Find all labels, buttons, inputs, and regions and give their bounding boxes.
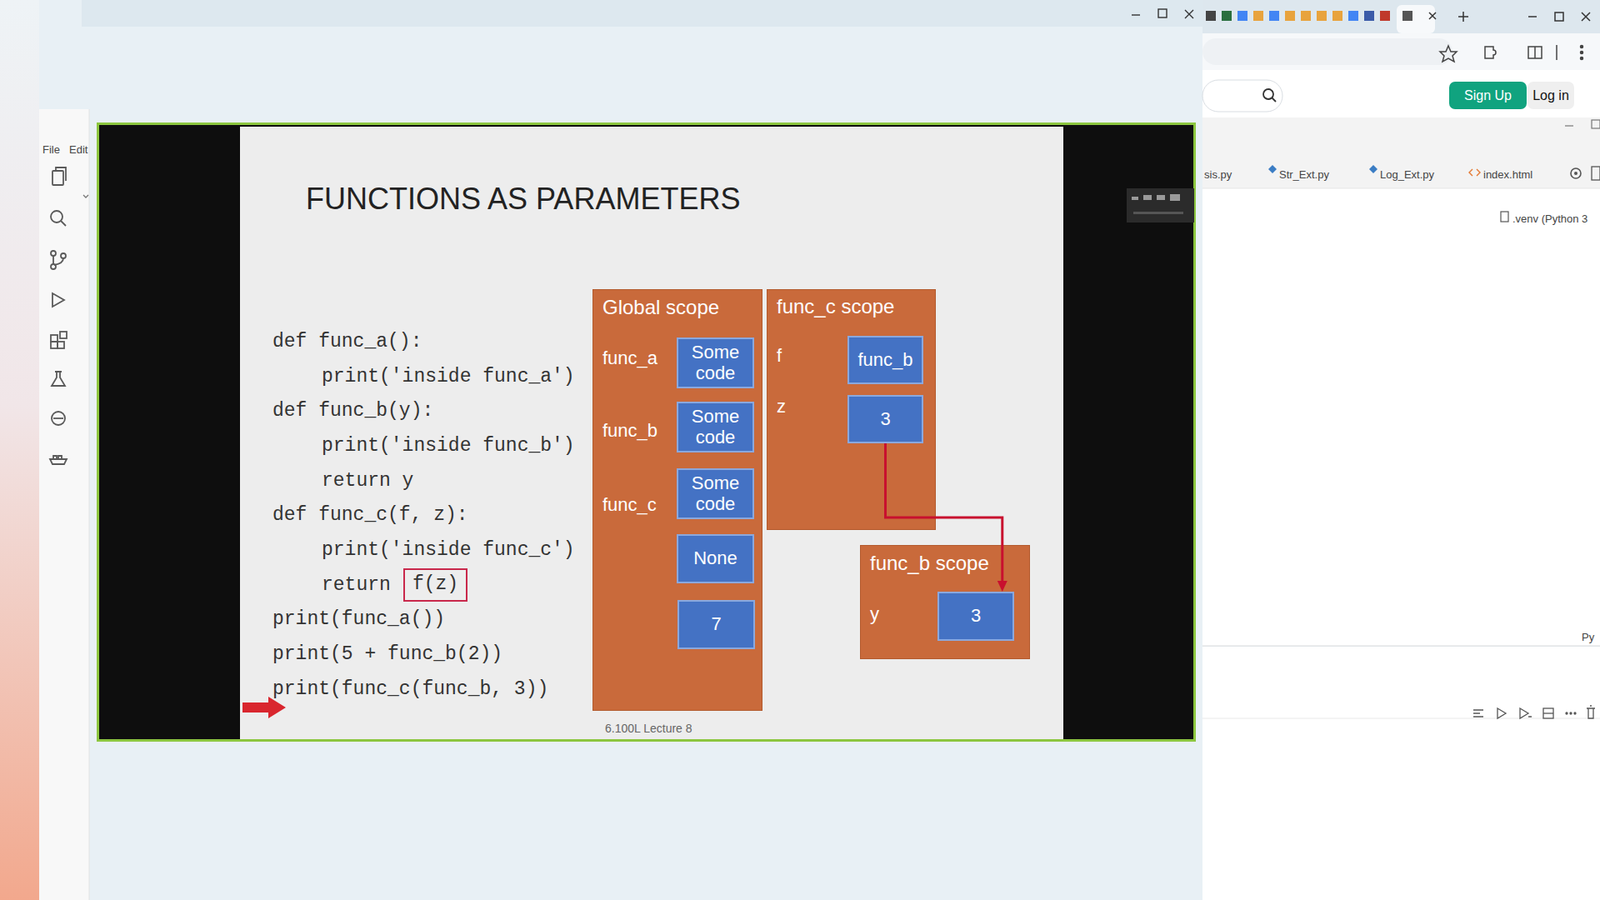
variable-name: f	[776, 345, 782, 366]
editor-tab: index.html	[1483, 168, 1533, 181]
code-line: return	[321, 574, 391, 596]
value-box: Some code	[676, 468, 755, 520]
login-button: Log in	[1527, 81, 1575, 110]
value-box: None	[676, 534, 755, 584]
text-holder: z	[776, 395, 786, 418]
node-text: 3	[880, 409, 890, 430]
value-box: Some code	[676, 337, 755, 389]
text-holder: f	[776, 345, 782, 367]
interpreter-label: .venv (Python 3	[1512, 212, 1588, 225]
variable-name: func_b	[602, 420, 658, 441]
code-line: print(func_c(func_b, 3))	[272, 678, 549, 700]
label-holder: print('inside func_b')	[321, 434, 575, 458]
label-holder: return	[321, 573, 391, 597]
code-line: print('inside func_c')	[321, 539, 575, 561]
variable-name: z	[776, 395, 786, 417]
node-text: 7	[710, 614, 721, 635]
node-text: Some code	[681, 342, 750, 384]
value-box: Some code	[676, 401, 755, 453]
label-holder: Log_Ext.py	[1380, 166, 1435, 182]
label-holder: print(func_a())	[272, 607, 445, 631]
label-holder: 6.100L Lecture 8	[605, 720, 693, 736]
value-box: func_b	[847, 335, 924, 385]
node-text: Sign Up	[1464, 87, 1512, 104]
highlight-box: f(z)	[403, 568, 468, 602]
value-box: 3	[937, 591, 1015, 641]
text-holder: y	[870, 603, 880, 625]
scope-frame: func_b scope y 3	[860, 545, 1030, 660]
text-holder: func_b scope	[870, 552, 990, 575]
panel-label: Py	[1581, 630, 1595, 644]
node-text: Some code	[681, 473, 750, 515]
label-holder: print(5 + func_b(2))	[272, 642, 503, 666]
label-holder: Py	[1581, 629, 1595, 645]
scope-title: func_c scope	[776, 295, 895, 318]
code-line: return y	[321, 470, 414, 492]
text-holder: func_c scope	[776, 295, 895, 318]
variable-name: func_c	[602, 494, 657, 515]
label-holder: print(func_c(func_b, 3))	[272, 677, 549, 701]
scope-frame: func_c scope f z func_b 3	[766, 289, 936, 530]
scope-frame: Global scopefunc_afunc_bfunc_cSome codeS…	[592, 289, 763, 711]
editor-tab: Str_Ext.py	[1279, 168, 1330, 181]
signup-button: Sign Up	[1449, 81, 1527, 110]
code-line: print('inside func_a')	[321, 365, 575, 388]
slide-footer: 6.100L Lecture 8	[605, 721, 693, 735]
label-holder: Edit	[69, 141, 88, 157]
label-holder: def func_c(f, z):	[272, 503, 469, 527]
code-line: print('inside func_b')	[321, 435, 575, 457]
slide-title: FUNCTIONS AS PARAMETERS	[305, 181, 740, 216]
code-line: print(5 + func_b(2))	[272, 643, 503, 665]
arrow-line	[885, 443, 1003, 583]
code-line: def func_b(y):	[272, 400, 434, 422]
code-line: def func_a():	[272, 330, 422, 353]
scope-title: Global scope	[602, 295, 720, 319]
text-holder: func_a	[602, 347, 658, 370]
editor-tab: sis.py	[1204, 168, 1232, 181]
title-holder: FUNCTIONS AS PARAMETERS	[305, 180, 740, 218]
scope-arrow	[885, 443, 1008, 592]
text-holder: func_c	[602, 494, 657, 516]
node-text: func_b	[857, 350, 913, 371]
code-line: print(func_a())	[272, 608, 445, 630]
variable-name: func_a	[602, 347, 658, 369]
editor-tab: Log_Ext.py	[1380, 168, 1435, 181]
menu-item: File	[42, 143, 60, 156]
arrow-head	[997, 580, 1008, 592]
label-holder: print('inside func_c')	[321, 538, 575, 562]
label-holder: return y	[321, 469, 414, 493]
label-holder: Str_Ext.py	[1279, 166, 1330, 182]
label-holder: File	[42, 141, 60, 157]
code-line: def func_c(f, z):	[272, 504, 469, 526]
label-holder: index.html	[1483, 166, 1533, 182]
menu-item: Edit	[69, 143, 88, 156]
scope-title: func_b scope	[870, 551, 990, 575]
node-text: Log in	[1532, 87, 1570, 104]
text-holder: func_b	[602, 420, 658, 442]
node-text: None	[693, 548, 738, 570]
label-holder: print('inside func_a')	[321, 365, 575, 389]
value-box: 3	[847, 395, 924, 444]
node-text: Some code	[681, 406, 750, 448]
node-text: 3	[970, 605, 981, 627]
text-holder: Global scope	[602, 296, 720, 319]
node-text: f(z)	[412, 573, 459, 597]
variable-name: y	[870, 603, 880, 625]
label-holder: sis.py	[1204, 166, 1232, 182]
label-holder: def func_b(y):	[272, 399, 434, 423]
value-box: 7	[677, 600, 755, 650]
label-holder: .venv (Python 3	[1512, 210, 1588, 226]
label-holder: def func_a():	[272, 330, 422, 354]
